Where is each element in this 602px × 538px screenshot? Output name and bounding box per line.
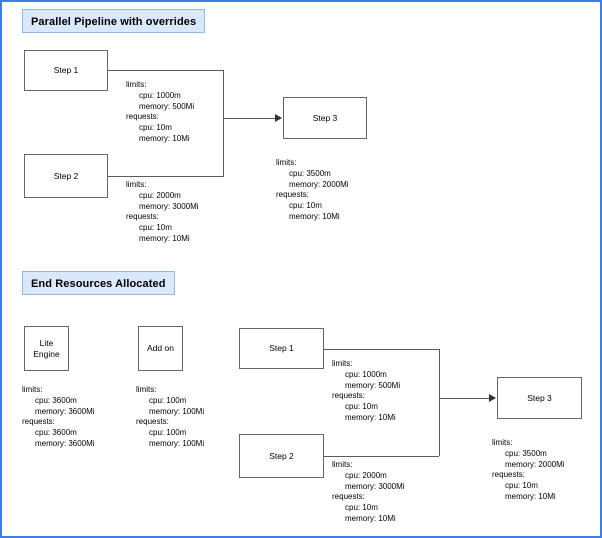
connector-top-step1-horizontal [108,70,223,71]
limits-cpu: cpu: 3600m [35,395,77,405]
limits-cpu: cpu: 3500m [289,168,331,178]
limits-label: limits: [332,359,353,368]
node-add-on[interactable]: Add on [138,326,183,371]
resources-top-step-2: limits: cpu: 2000m memory: 3000Mi reques… [126,180,199,245]
limits-label: limits: [332,460,353,469]
node-label-line2: Engine [33,348,60,359]
node-label: Step 3 [527,392,552,403]
node-label: Step 1 [269,343,294,353]
node-label: Add on [147,343,174,353]
requests-memory: memory: 10Mi [505,491,556,501]
resources-top-step-3: limits: cpu: 3500m memory: 2000Mi reques… [276,158,349,223]
limits-memory: memory: 3000Mi [139,201,199,211]
connector-bottom-junction-vertical [439,349,440,456]
connector-bottom-step1-horizontal [324,349,439,350]
requests-cpu: cpu: 10m [345,402,378,412]
requests-memory: memory: 10Mi [345,412,396,422]
limits-cpu: cpu: 100m [149,395,187,405]
limits-label: limits: [22,385,43,394]
node-bottom-step-1[interactable]: Step 1 [239,328,324,369]
requests-label: requests: [332,391,365,401]
connector-top-to-step3-horizontal [223,118,275,119]
node-bottom-step-2[interactable]: Step 2 [239,434,324,478]
requests-label: requests: [22,417,55,427]
limits-cpu: cpu: 2000m [139,190,181,200]
node-top-step-2[interactable]: Step 2 [24,154,108,198]
requests-cpu: cpu: 10m [345,503,378,513]
resources-add-on: limits: cpu: 100m memory: 100Mi requests… [136,385,204,450]
limits-cpu: cpu: 2000m [345,470,387,480]
limits-label: limits: [126,80,147,89]
requests-memory: memory: 3600Mi [35,438,95,448]
node-label: Step 3 [312,112,338,123]
requests-memory: memory: 10Mi [289,211,340,221]
limits-label: limits: [276,158,297,167]
node-label: Step 1 [53,65,79,75]
limits-memory: memory: 3600Mi [35,406,95,416]
requests-cpu: cpu: 10m [139,123,172,133]
limits-memory: memory: 100Mi [149,406,205,416]
node-lite-engine[interactable]: Lite Engine [24,326,69,371]
connector-top-junction-vertical [223,70,224,177]
requests-memory: memory: 100Mi [149,438,205,448]
resources-top-step-1: limits: cpu: 1000m memory: 500Mi request… [126,80,194,145]
limits-memory: memory: 500Mi [345,380,401,390]
resources-bottom-step-1: limits: cpu: 1000m memory: 500Mi request… [332,359,400,424]
node-label: Step 2 [269,450,294,461]
node-label: Step 2 [53,170,79,181]
arrow-head-icon [275,114,282,122]
requests-label: requests: [492,470,525,480]
limits-cpu: cpu: 1000m [139,90,181,100]
requests-label: requests: [126,112,159,122]
limits-label: limits: [126,180,147,189]
connector-bottom-to-step3-horizontal [439,398,490,399]
node-label-line1: Lite [39,337,54,348]
requests-label: requests: [332,492,365,502]
requests-cpu: cpu: 3600m [35,428,77,438]
resources-bottom-step-2: limits: cpu: 2000m memory: 3000Mi reques… [332,460,405,525]
requests-memory: memory: 10Mi [139,133,190,143]
requests-cpu: cpu: 10m [289,201,322,211]
connector-top-step2-horizontal [108,176,223,177]
requests-cpu: cpu: 10m [505,481,538,491]
limits-cpu: cpu: 3500m [505,448,547,458]
node-bottom-step-3[interactable]: Step 3 [497,377,582,419]
limits-memory: memory: 2000Mi [289,179,349,189]
requests-cpu: cpu: 10m [139,223,172,233]
requests-memory: memory: 10Mi [345,513,396,523]
limits-cpu: cpu: 1000m [345,369,387,379]
requests-memory: memory: 10Mi [139,233,190,243]
arrow-head-icon [489,394,496,402]
requests-label: requests: [136,417,169,427]
limits-memory: memory: 2000Mi [505,459,565,469]
requests-cpu: cpu: 100m [149,428,187,438]
limits-memory: memory: 3000Mi [345,481,405,491]
limits-label: limits: [492,438,513,447]
resources-lite-engine: limits: cpu: 3600m memory: 3600Mi reques… [22,385,95,450]
requests-label: requests: [126,212,159,222]
section-header-parallel-pipeline: Parallel Pipeline with overrides [22,9,206,33]
node-top-step-3[interactable]: Step 3 [283,97,367,139]
limits-memory: memory: 500Mi [139,101,195,111]
requests-label: requests: [276,190,309,200]
section-header-end-resources: End Resources Allocated [22,271,175,295]
node-top-step-1[interactable]: Step 1 [24,50,108,91]
limits-label: limits: [136,385,157,394]
resources-bottom-step-3: limits: cpu: 3500m memory: 2000Mi reques… [492,438,565,503]
connector-bottom-step2-horizontal [324,456,439,457]
